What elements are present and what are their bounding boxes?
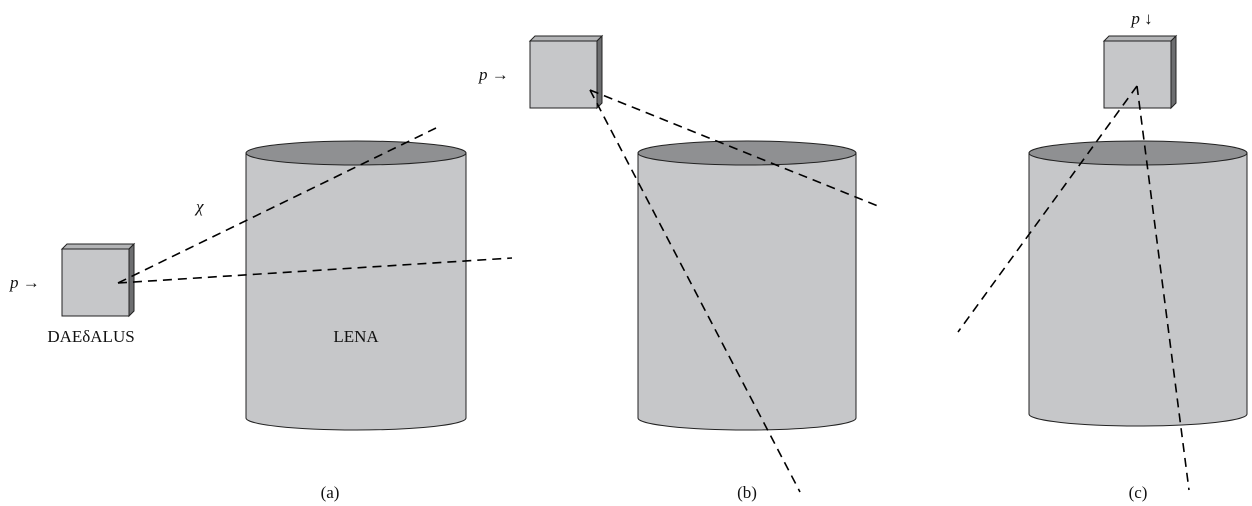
chi-track-lower-c bbox=[1136, 85, 1190, 491]
caption-b: (b) bbox=[737, 483, 757, 502]
panel-a: p → DAEδALUS LENA χ (a) bbox=[9, 127, 513, 502]
lena-cylinder-b bbox=[637, 140, 857, 431]
chi-track-upper-b bbox=[589, 89, 879, 207]
caption-c: (c) bbox=[1129, 483, 1148, 502]
beam-label-a: p → bbox=[9, 273, 40, 292]
beam-label-b: p → bbox=[478, 65, 509, 84]
chi-track-upper-c bbox=[957, 85, 1138, 333]
lena-cylinder-a bbox=[245, 140, 467, 431]
chi-track-lower bbox=[117, 257, 513, 284]
detector-label: LENA bbox=[333, 327, 379, 346]
chi-track-lower-b bbox=[589, 89, 801, 493]
beam-label-c: p ↓ bbox=[1130, 9, 1152, 28]
source-label: DAEδALUS bbox=[47, 327, 134, 346]
particle-label: χ bbox=[194, 197, 204, 216]
caption-a: (a) bbox=[321, 483, 340, 502]
daedalus-cube-b bbox=[528, 34, 604, 110]
panel-b: p → (b) bbox=[478, 34, 879, 502]
lena-cylinder-c bbox=[1028, 140, 1248, 427]
daedalus-cube-c bbox=[1102, 34, 1178, 110]
panel-c: p ↓ (c) bbox=[957, 9, 1248, 502]
